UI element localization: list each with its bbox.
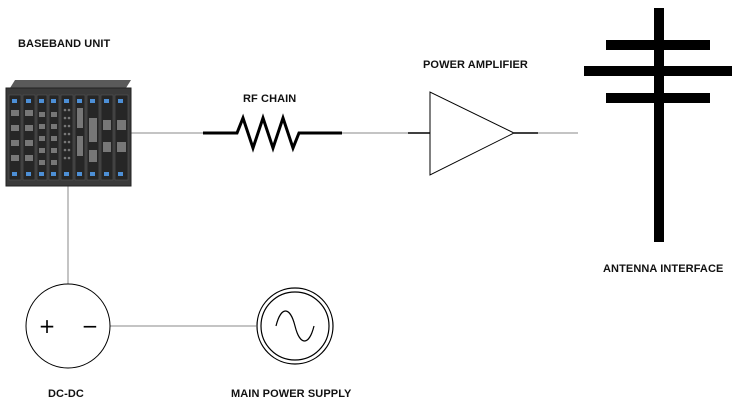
main-power-supply-label: MAIN POWER SUPPLY <box>231 388 352 400</box>
dc-dc-label: DC-DC <box>48 388 84 400</box>
dc-source-icon: + − <box>25 283 111 369</box>
power-amplifier-label: POWER AMPLIFIER <box>423 59 528 71</box>
dc-plus-sign: + <box>39 314 56 338</box>
rf-chain-label: RF CHAIN <box>243 93 297 105</box>
chassis-top <box>10 80 131 88</box>
wires <box>67 132 578 327</box>
antenna-interface-label: ANTENNA INTERFACE <box>603 263 724 275</box>
chassis-leds <box>12 99 123 176</box>
baseband-unit-label: BASEBAND UNIT <box>18 38 111 50</box>
amplifier-icon <box>408 91 538 176</box>
sine-wave-icon <box>275 310 315 342</box>
resistor-icon <box>203 113 342 153</box>
chassis-ports <box>11 108 126 165</box>
dc-minus-sign: − <box>82 314 99 338</box>
ac-source-icon <box>256 287 334 365</box>
chassis-slots <box>8 94 129 181</box>
baseband-unit-icon <box>5 80 132 187</box>
antenna-icon <box>584 8 732 242</box>
